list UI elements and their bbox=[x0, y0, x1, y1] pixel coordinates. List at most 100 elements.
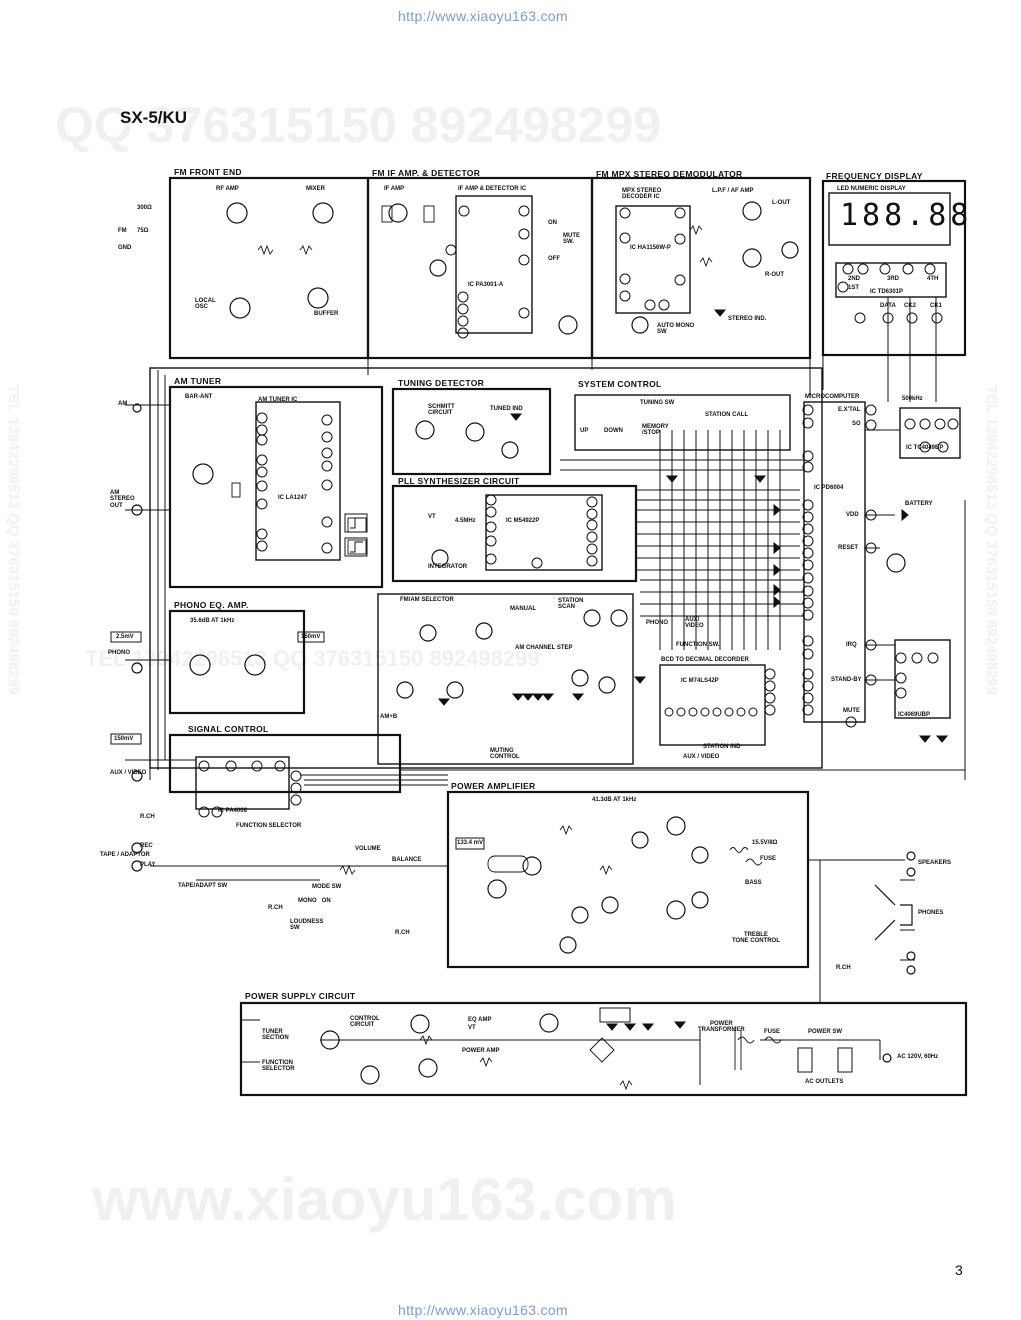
label-aux-video-sel: AUX/ VIDEO bbox=[685, 617, 704, 630]
section-fm-front-end: FM FRONT END bbox=[174, 167, 242, 177]
box-power-amp bbox=[446, 790, 810, 969]
box-fm-front-end bbox=[168, 176, 370, 360]
label-function-sw: FUNCTION SW. bbox=[676, 642, 720, 648]
label-l-out: L-OUT bbox=[772, 200, 791, 206]
label-power-sw: POWER SW bbox=[808, 1029, 842, 1035]
output-jacks bbox=[131, 403, 916, 1063]
label-speakers: SPEAKERS bbox=[918, 860, 952, 866]
label-control-circuit: CONTROL CIRCUIT bbox=[350, 1016, 380, 1029]
label-tape-adaptor: TAPE / ADAPTOR bbox=[100, 852, 150, 858]
system-switch-frame bbox=[574, 394, 791, 451]
label-1st: 1ST bbox=[848, 285, 860, 291]
label-power-transformer: POWER TRANSFORMER bbox=[698, 1021, 745, 1034]
label-tape-adapt-sw: TAPE/ADAPT SW bbox=[178, 883, 228, 889]
label-fuse-amp: FUSE bbox=[760, 856, 777, 862]
label-am-tuner-ic: AM TUNER IC bbox=[258, 397, 298, 403]
label-fuse-ps: FUSE bbox=[764, 1029, 781, 1035]
label-phones: PHONES bbox=[918, 910, 944, 916]
label-2nd: 2ND bbox=[848, 276, 861, 282]
label-if-det-ic: IF AMP & DETECTOR IC bbox=[458, 186, 527, 192]
box-freq-display bbox=[821, 179, 967, 357]
ic-label-la1247: IC LA1247 bbox=[278, 495, 308, 501]
box-am-tuner bbox=[168, 385, 384, 589]
label-ck2: CK2 bbox=[904, 303, 917, 309]
label-am-b: AM+B bbox=[380, 714, 398, 720]
label-bar-ant: BAR-ANT bbox=[185, 394, 213, 400]
watermark-middle: TEL 13942296513 QQ 376315150 892498299 bbox=[85, 646, 540, 671]
label-data: DATA bbox=[880, 303, 896, 309]
label-balance: BALANCE bbox=[392, 857, 422, 863]
label-mono-on: MONO ON bbox=[298, 898, 331, 904]
ic-label-ha1156: IC HA1156W-P bbox=[630, 245, 671, 251]
label-rf-amp: RF AMP bbox=[216, 186, 239, 192]
ic-la1247-body bbox=[255, 401, 341, 561]
label-fm-am-selector: FM/AM SELECTOR bbox=[400, 597, 454, 603]
label-down: DOWN bbox=[604, 428, 623, 434]
label-eq-amp: EQ AMP bbox=[468, 1017, 492, 1023]
label-mute: MUTE bbox=[843, 708, 860, 714]
label-150mv-aux: 150mV bbox=[114, 736, 134, 742]
ic-label-tc4069: IC4069UBP bbox=[898, 712, 931, 718]
section-freq-display: FREQUENCY DISPLAY bbox=[826, 171, 923, 181]
section-pll: PLL SYNTHESIZER CIRCUIT bbox=[398, 476, 520, 486]
label-off: OFF bbox=[548, 256, 560, 262]
label-lpf: L.P.F / AF AMP bbox=[712, 188, 754, 194]
label-mute-sw: MUTE SW. bbox=[563, 233, 580, 246]
label-fm-input: FM bbox=[118, 228, 127, 234]
led-digits: 188.88 bbox=[840, 198, 973, 233]
ic-label-m74ls42: IC M74LS42P bbox=[681, 678, 719, 684]
label-station-scan: STATION SCAN bbox=[558, 598, 584, 611]
ic-pa4008-body bbox=[195, 756, 290, 810]
source-url-top[interactable]: http://www.xiaoyu163.com bbox=[398, 8, 568, 24]
label-rch-3: R.CH bbox=[395, 930, 410, 936]
label-41-3db: 41.3dB AT 1kHz bbox=[592, 797, 637, 803]
label-vt: VT bbox=[428, 514, 436, 520]
label-ck1: CK1 bbox=[930, 303, 943, 309]
label-memory-stop: MEMORY /STOP bbox=[642, 424, 669, 437]
label-3rd: 3RD bbox=[887, 276, 900, 282]
passive-components bbox=[231, 205, 782, 1091]
section-tuning-detector: TUNING DETECTOR bbox=[398, 378, 485, 388]
source-url-bottom[interactable]: http://www.xiaoyu163.com bbox=[398, 1302, 568, 1318]
section-am-tuner: AM TUNER bbox=[174, 376, 222, 386]
label-local-osc: LOCAL OSC bbox=[195, 298, 216, 311]
box-signal-control bbox=[168, 733, 402, 794]
label-bass: BASS bbox=[745, 880, 762, 886]
box-fm-mpx bbox=[590, 176, 812, 360]
label-rch-4: R.CH bbox=[836, 965, 851, 971]
label-aux-video: AUX / VIDEO bbox=[110, 770, 147, 776]
label-150mv-phono: 150mV bbox=[301, 634, 321, 640]
label-15-5v: 15.5V/8Ω bbox=[752, 840, 778, 846]
label-4th: 4TH bbox=[927, 276, 939, 282]
ic-label-td6301: IC TD6301P bbox=[870, 289, 904, 295]
label-buffer: BUFFER bbox=[314, 311, 339, 317]
label-r-out: R-OUT bbox=[765, 272, 784, 278]
box-tuning-detector bbox=[391, 387, 552, 476]
ic-label-tc4049: IC TC4049BP bbox=[906, 445, 944, 451]
led-display-frame bbox=[828, 192, 951, 246]
label-2-5mv: 2.5mV bbox=[116, 634, 134, 640]
label-am-stereo-out: AM STEREO OUT bbox=[110, 490, 135, 509]
selector-frame bbox=[377, 593, 634, 765]
label-75ohm: 75Ω bbox=[137, 228, 149, 234]
label-ac-input: AC 120V, 60Hz bbox=[897, 1054, 939, 1060]
label-tuned-ind: TUNED IND bbox=[490, 406, 523, 412]
label-led-display: LED NUMERIC DISPLAY bbox=[837, 186, 906, 192]
label-rch-1: R.CH bbox=[140, 814, 155, 820]
label-phono-input: PHONO bbox=[108, 650, 131, 656]
label-up: UP bbox=[580, 428, 589, 434]
label-muting-control: MUTING CONTROL bbox=[490, 748, 520, 761]
label-integrator: INTEGRATOR bbox=[428, 564, 468, 570]
label-function-selector: FUNCTION SELECTOR bbox=[236, 823, 302, 829]
label-on: ON bbox=[548, 220, 557, 226]
diodes bbox=[437, 309, 949, 1031]
label-station-ind: STATION IND bbox=[703, 744, 741, 750]
ic-ha1156-body bbox=[615, 205, 691, 314]
label-treble: TREBLE TONE CONTROL bbox=[732, 932, 780, 945]
label-schmitt: SCHMITT CIRCUIT bbox=[428, 404, 455, 417]
label-vt-ps: VT bbox=[468, 1025, 476, 1031]
label-phono-sel: PHONO bbox=[646, 620, 669, 626]
label-rch-2: R.CH bbox=[268, 905, 283, 911]
label-loudness: LOUDNESS SW bbox=[290, 919, 324, 932]
